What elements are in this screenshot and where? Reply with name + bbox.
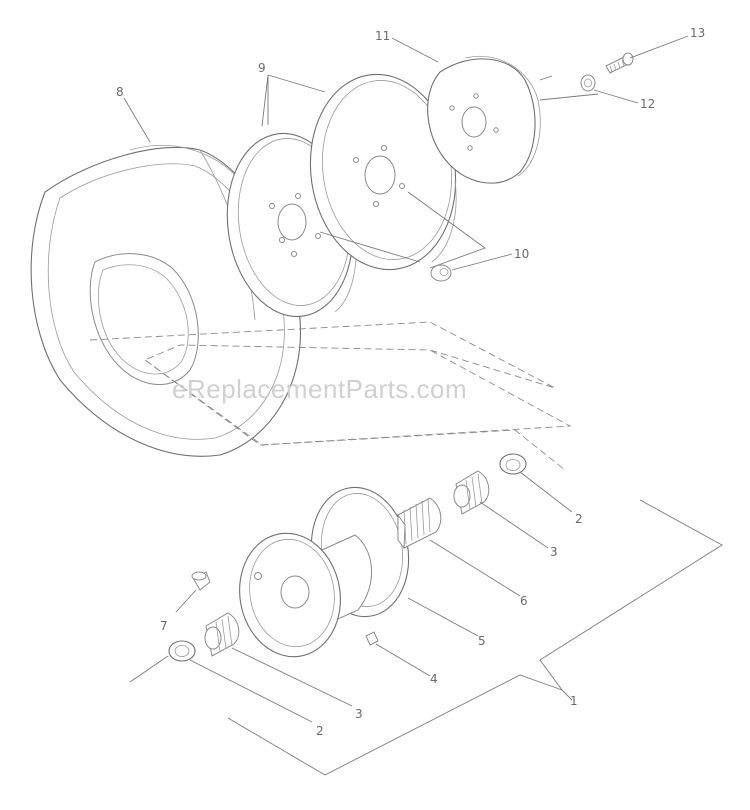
callout-13: 13 [690, 26, 705, 40]
watermark-text: eReplacementParts.com [172, 374, 467, 404]
leader-4 [375, 643, 431, 677]
leader-6 [429, 539, 521, 597]
callout-3b: 3 [355, 707, 363, 721]
callout-2b: 2 [316, 724, 324, 738]
callout-4: 4 [430, 672, 438, 686]
leader-9 [261, 74, 326, 127]
leader-13 [629, 35, 689, 59]
bolt[interactable] [605, 52, 634, 74]
callout-11: 11 [375, 29, 390, 43]
leader-10 [451, 253, 513, 271]
callout-7: 7 [160, 619, 168, 633]
grease-fitting[interactable] [365, 631, 379, 646]
roller-bearing-left[interactable] [204, 612, 240, 657]
spacer[interactable] [430, 264, 452, 282]
callout-12: 12 [640, 97, 655, 111]
callout-3a: 3 [550, 545, 558, 559]
seal-left[interactable] [168, 640, 196, 662]
hub-flange-front[interactable] [230, 525, 350, 664]
axle-line [539, 75, 599, 101]
leader-2a [519, 471, 573, 513]
roller-bearing-right[interactable] [453, 470, 490, 515]
leader-2b [189, 659, 313, 723]
leader-1 [561, 689, 573, 701]
callout-1: 1 [570, 694, 578, 708]
dashed-alignment-line [89, 321, 566, 471]
callout-9: 9 [258, 61, 266, 75]
valve-stem[interactable] [191, 571, 211, 591]
dashed-alignment-inner [144, 349, 572, 446]
hub-disc[interactable] [427, 55, 541, 184]
leader-11 [391, 37, 439, 63]
callout-8: 8 [116, 85, 124, 99]
callout-6: 6 [520, 594, 528, 608]
leader-7 [175, 589, 197, 613]
leader-8 [123, 97, 151, 143]
callout-5: 5 [478, 634, 486, 648]
callout-10: 10 [514, 247, 529, 261]
leader-3b [231, 647, 353, 707]
leader-3a [479, 501, 549, 549]
axis-lines-10 [319, 191, 486, 269]
leader-12 [593, 89, 639, 104]
seal-right[interactable] [499, 453, 527, 475]
callout-2a: 2 [575, 512, 583, 526]
axle-line-left [129, 655, 169, 683]
bearing-sleeve[interactable] [397, 497, 442, 550]
wheel-half-right[interactable] [298, 65, 468, 279]
retaining-clip[interactable] [580, 74, 596, 92]
leader-5 [407, 597, 479, 637]
